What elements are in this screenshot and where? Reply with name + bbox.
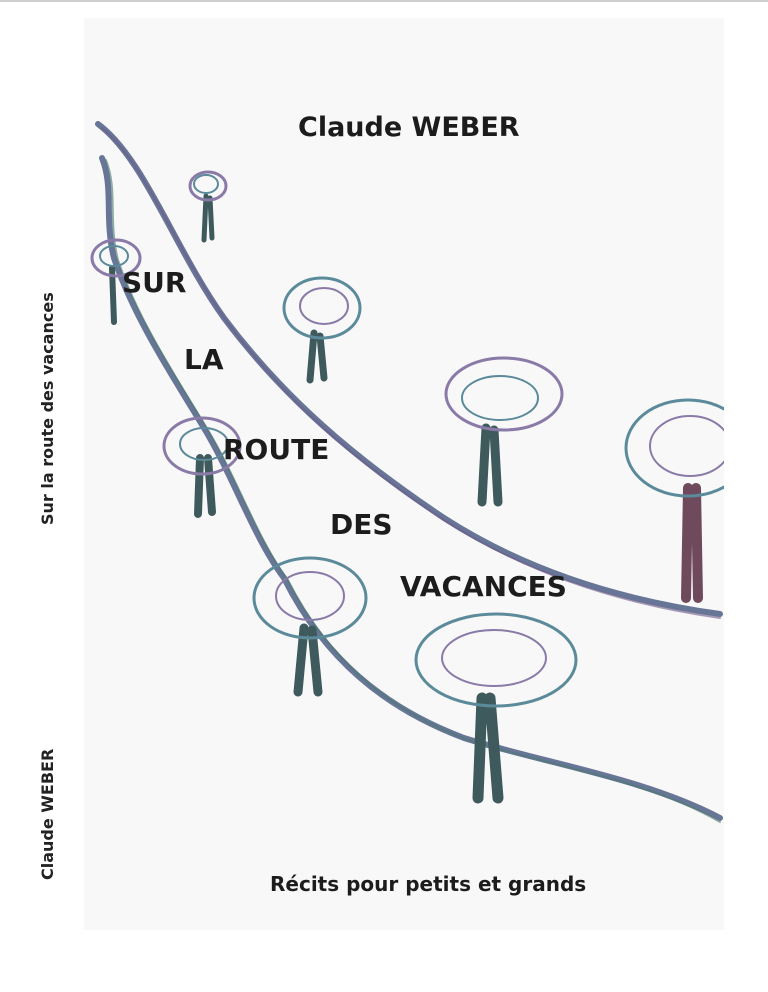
tree-lower-left xyxy=(252,556,368,697)
title-word-sur: SUR xyxy=(122,266,187,299)
tree-lower-middle xyxy=(414,612,578,804)
tree-small-top xyxy=(188,170,228,243)
spine-title: Sur la route des vacances xyxy=(38,292,57,525)
cover-subtitle: Récits pour petits et grands xyxy=(270,872,587,896)
spine-author: Claude WEBER xyxy=(38,748,57,880)
road-edge-lower xyxy=(99,155,723,821)
tree-left-middle xyxy=(162,416,242,518)
tree-middle xyxy=(444,356,564,507)
top-rule xyxy=(0,0,768,2)
cover-author: Claude WEBER xyxy=(298,112,520,143)
title-word-des: DES xyxy=(330,508,393,541)
book-spine: Sur la route des vacances Claude WEBER xyxy=(0,2,84,992)
title-word-la: LA xyxy=(184,343,224,376)
title-word-route: ROUTE xyxy=(223,433,330,466)
tree-left-edge xyxy=(90,238,142,325)
road-illustration xyxy=(90,121,724,823)
tree-right-edge xyxy=(624,398,724,603)
tree-upper-middle xyxy=(282,276,362,384)
title-word-vacances: VACANCES xyxy=(400,570,567,603)
